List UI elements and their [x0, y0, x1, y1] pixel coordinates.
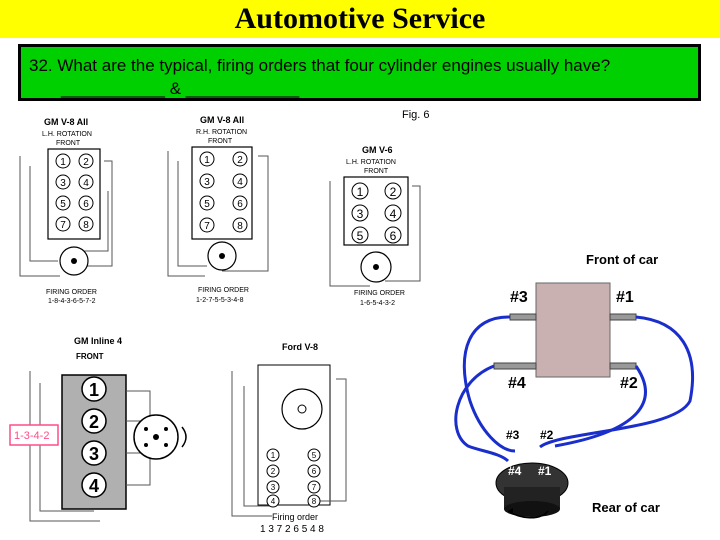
cylinder-number: 7: [312, 483, 317, 492]
firing-order-figure: Fig. 6 GM V-8 All L.H. ROTATION FRONT 1 …: [9, 109, 695, 535]
front-label: FRONT: [208, 138, 233, 145]
ford-v8-diagram: Ford V-8 1 2 3 4 5 6 7 8 Firing order 1 …: [231, 342, 347, 535]
rotation-label: R.H. ROTATION: [196, 129, 247, 136]
cylinder-number: 8: [83, 220, 89, 231]
cap-label: #1: [538, 464, 552, 478]
cylinder-number: 2: [237, 155, 243, 166]
firing-order-value: 1 3 7 2 6 5 4 8: [260, 524, 324, 535]
firing-order-value: 1-2-7-5-5-3-4-8: [196, 297, 244, 304]
engine-name: GM V-6: [362, 145, 393, 155]
front-label: FRONT: [364, 168, 389, 175]
cap-label: #2: [540, 428, 554, 442]
cylinder-number: 4: [390, 207, 397, 221]
rotation-label: L.H. ROTATION: [346, 159, 396, 166]
cylinder-group: 1 2 3 4: [81, 376, 107, 498]
plug-label: #3: [510, 289, 528, 306]
cylinder-number: 4: [83, 178, 89, 189]
cylinder-number: 1: [204, 155, 210, 166]
gm-inline4-diagram: GM Inline 4 FRONT 1 2 3 4 1-3-4-2: [9, 336, 187, 522]
cylinder-number: 2: [390, 185, 397, 199]
firing-order-highlight: [9, 424, 59, 446]
cylinder-number: 2: [271, 467, 276, 476]
cylinder-number: 5: [357, 229, 364, 243]
firing-order-label: FIRING ORDER: [354, 290, 405, 297]
firing-order-label: Firing order: [272, 512, 318, 522]
gm-v6-diagram: GM V-6 L.H. ROTATION FRONT 1 3 5 2 4 6 F…: [329, 145, 421, 307]
cylinder-number: 1: [271, 451, 276, 460]
cylinder-number: 6: [312, 467, 317, 476]
cylinder-number: 1: [60, 157, 66, 168]
cylinder-number: 4: [237, 177, 243, 188]
cylinder-number: 3: [60, 178, 66, 189]
cylinder-number: 2: [83, 157, 89, 168]
firing-order-label: FIRING ORDER: [46, 289, 97, 296]
engine-name: GM V-8 All: [200, 115, 244, 125]
cylinder-number: 6: [83, 199, 89, 210]
engine-block: [535, 282, 611, 378]
cylinder-number: 3: [357, 207, 364, 221]
title-bar: [0, 0, 720, 38]
front-of-car-label: Front of car: [586, 252, 658, 267]
highlight-order-text: 1-3-4-2: [14, 430, 49, 442]
cylinder-group: 1 3 5 7 2 4 6 8: [55, 153, 94, 232]
gm-v8-lh-diagram: GM V-8 All L.H. ROTATION FRONT 1 3 5 7 2…: [19, 117, 113, 305]
cylinder-number: 6: [390, 229, 397, 243]
cylinder-group: 1 3 5 7 2 4 6 8: [199, 151, 248, 233]
cylinder-group: 1 2 3 4 5 6 7 8: [266, 448, 321, 508]
cap-label: #4: [508, 464, 522, 478]
cylinder-number: 7: [204, 221, 210, 232]
answer-blanks: ___________ & ____________: [61, 79, 300, 98]
cap-label: #3: [506, 428, 520, 442]
firing-order-value: 1-6-5-4-3-2: [360, 300, 395, 307]
plug-label: #4: [508, 375, 526, 392]
cylinder-number: 1: [89, 380, 99, 400]
cylinder-number: 3: [204, 177, 210, 188]
rear-of-car-label: Rear of car: [592, 500, 660, 515]
rotation-label: L.H. ROTATION: [42, 131, 92, 138]
plug-label: #2: [620, 375, 638, 392]
figure-label: Fig. 6: [402, 109, 430, 121]
firing-order-label: FIRING ORDER: [198, 287, 249, 294]
engine-name: GM V-8 All: [44, 117, 88, 127]
page-title: Automotive Service: [234, 2, 486, 35]
cylinder-group: 1 3 5 2 4 6: [351, 182, 402, 244]
cylinder-number: 8: [312, 497, 317, 506]
question-text: 32. What are the typical, firing orders …: [29, 56, 611, 75]
cylinder-number: 8: [237, 221, 243, 232]
cylinder-number: 5: [204, 199, 210, 210]
cylinder-number: 5: [312, 451, 317, 460]
engine-name: Ford V-8: [282, 342, 318, 352]
cylinder-number: 4: [271, 497, 276, 506]
cylinder-number: 5: [60, 199, 66, 210]
plug-label: #1: [616, 289, 634, 306]
cylinder-number: 1: [357, 185, 364, 199]
engine-name: GM Inline 4: [74, 336, 122, 346]
cylinder-number: 6: [237, 199, 243, 210]
front-label: FRONT: [76, 352, 104, 361]
front-label: FRONT: [56, 140, 81, 147]
cylinder-number: 2: [89, 412, 99, 432]
spark-plug-photo: Front of car #3 #1 #4 #2 #3 #2 #4 #1 Rea…: [454, 252, 695, 519]
cylinder-number: 7: [60, 220, 66, 231]
gm-v8-rh-diagram: GM V-8 All R.H. ROTATION FRONT 1 3 5 7 2…: [167, 115, 269, 304]
cylinder-number: 3: [89, 444, 99, 464]
firing-order-value: 1-8-4-3-6-5-7-2: [48, 298, 96, 305]
cylinder-number: 4: [89, 476, 99, 496]
question-box: 32. What are the typical, firing orders …: [18, 44, 701, 101]
cylinder-number: 3: [271, 483, 276, 492]
